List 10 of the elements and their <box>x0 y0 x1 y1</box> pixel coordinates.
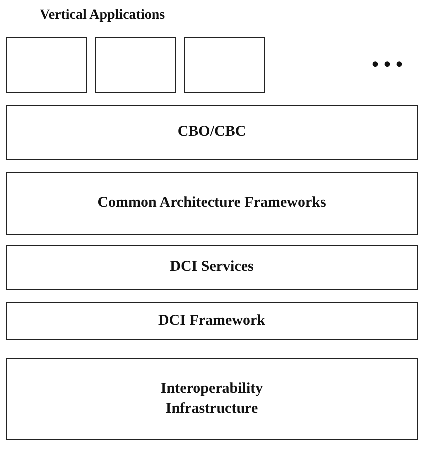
layer-box: CBO/CBC <box>6 105 418 160</box>
layer-box: DCI Framework <box>6 302 418 340</box>
ellipsis-text: • • • <box>372 54 404 77</box>
application-box <box>95 37 176 93</box>
application-box <box>6 37 87 93</box>
layer-box: DCI Services <box>6 245 418 290</box>
heading-text: Vertical Applications <box>40 8 166 24</box>
layer-box: Common Architecture Frameworks <box>6 172 418 235</box>
layer-box: Interoperability Infrastructure <box>6 358 418 440</box>
application-box <box>184 37 265 93</box>
